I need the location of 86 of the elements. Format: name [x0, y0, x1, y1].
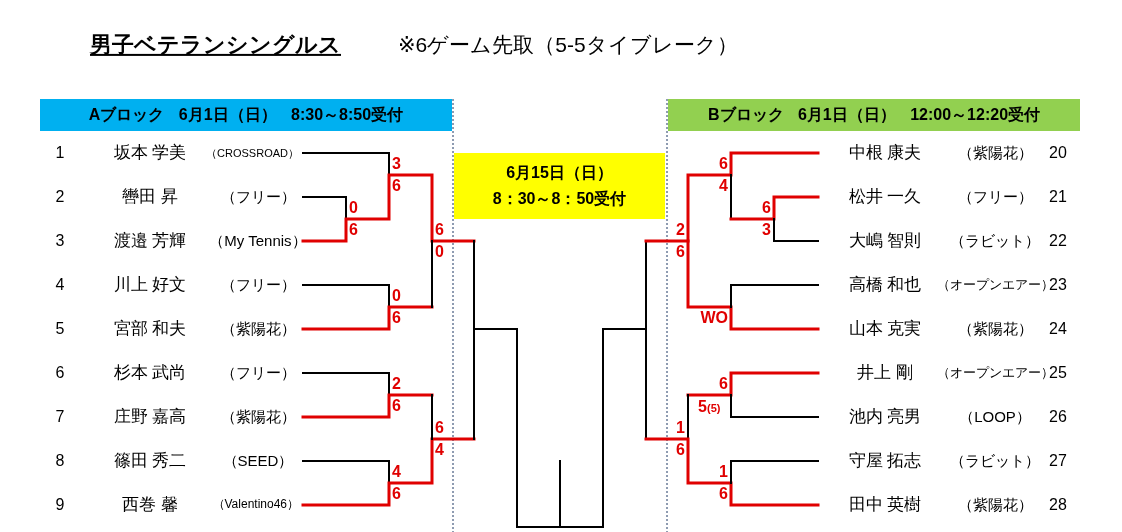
player-name: 高橋 和也 [848, 275, 922, 295]
schedule-text: 6月15日（日） [506, 164, 613, 182]
entry-number: 21 [1049, 188, 1067, 206]
entry-number: 24 [1049, 320, 1067, 338]
club-name: （紫陽花） [957, 144, 1033, 162]
title: 男子ベテランシングルス [90, 32, 341, 58]
entry-number: 5 [55, 320, 65, 338]
score: 3 [762, 221, 771, 239]
score: 5 [698, 398, 707, 416]
club-name: （My Tennis） [209, 232, 307, 250]
score: 2 [676, 221, 685, 239]
entry-number: 20 [1049, 144, 1067, 162]
club-name: （ラビット） [950, 232, 1040, 250]
score: 6 [392, 485, 401, 503]
score: 6 [676, 243, 685, 261]
player-name: 杉本 武尚 [113, 363, 187, 383]
player-name: 轡田 昇 [122, 187, 178, 207]
club-name: （フリー） [220, 276, 296, 294]
player-name: 大嶋 智則 [848, 231, 922, 251]
player-name: 宮部 和夫 [113, 319, 187, 339]
score: 1 [676, 419, 685, 437]
club-name: （フリー） [220, 364, 296, 382]
block-header-band: Aブロック 6月1日（日） 8:30～8:50受付 [40, 99, 452, 131]
club-name: （紫陽花） [957, 496, 1033, 514]
entry-number: 4 [55, 276, 65, 294]
entry-number: 7 [55, 408, 65, 426]
entry-number: 25 [1049, 364, 1067, 382]
entry-number: 1 [55, 144, 65, 162]
club-name: （紫陽花） [957, 320, 1033, 338]
entry-number: 8 [55, 452, 65, 470]
entry-number: 2 [55, 188, 65, 206]
entry-number: 22 [1049, 232, 1067, 250]
score: 0 [392, 287, 401, 305]
club-name: （LOOP） [959, 408, 1031, 426]
score: 4 [719, 177, 728, 195]
score: 6 [719, 155, 728, 173]
club-name: （ラビット） [950, 452, 1040, 470]
club-name: （SEED） [222, 452, 294, 470]
score: 0 [349, 199, 358, 217]
score: 1 [719, 463, 728, 481]
score: 6 [435, 419, 444, 437]
player-name: 田中 英樹 [848, 495, 922, 515]
entry-number: 6 [55, 364, 65, 382]
player-name: 山本 克実 [848, 319, 922, 339]
score: WO [700, 309, 728, 327]
score: 4 [435, 441, 444, 459]
entry-number: 28 [1049, 496, 1067, 514]
score: 6 [762, 199, 771, 217]
score: 6 [392, 397, 401, 415]
score: 6 [392, 177, 401, 195]
club-name: （紫陽花） [220, 408, 296, 426]
player-name: 坂本 学美 [113, 143, 187, 163]
player-name: 松井 一久 [848, 187, 922, 207]
score: 2 [392, 375, 401, 393]
club-name: （フリー） [220, 188, 296, 206]
score: 3 [392, 155, 401, 173]
entry-number: 9 [55, 496, 65, 514]
score: 4 [392, 463, 401, 481]
club-name: （Valentino46） [212, 498, 299, 512]
player-name: 渡邉 芳輝 [113, 231, 187, 251]
score: 6 [435, 221, 444, 239]
club-name: （フリー） [957, 188, 1033, 206]
rule-note: ※6ゲーム先取（5-5タイブレーク） [398, 33, 738, 57]
score: 6 [392, 309, 401, 327]
player-name: 篠田 秀二 [113, 451, 187, 471]
player-name: 井上 剛 [857, 363, 913, 383]
score: 6 [719, 485, 728, 503]
schedule-text: 8：30～8：50受付 [492, 190, 627, 208]
player-name: 池内 亮男 [848, 407, 922, 427]
score: 6 [676, 441, 685, 459]
block-header-band: Bブロック 6月1日（日） 12:00～12:20受付 [668, 99, 1080, 131]
club-name: （CROSSROAD） [206, 146, 299, 160]
player-name: 守屋 拓志 [848, 451, 922, 471]
player-name: 庄野 嘉高 [113, 407, 187, 427]
score: 6 [349, 221, 358, 239]
entry-number: 23 [1049, 276, 1067, 294]
club-name: （紫陽花） [220, 320, 296, 338]
entry-number: 26 [1049, 408, 1067, 426]
entry-number: 3 [55, 232, 65, 250]
entry-number: 27 [1049, 452, 1067, 470]
player-name: 川上 好文 [113, 275, 187, 295]
score: 6 [719, 375, 728, 393]
player-name: 西巻 馨 [122, 495, 178, 515]
schedule-box [454, 153, 665, 219]
score: 0 [435, 243, 444, 261]
tiebreak-score: (5) [707, 401, 721, 415]
